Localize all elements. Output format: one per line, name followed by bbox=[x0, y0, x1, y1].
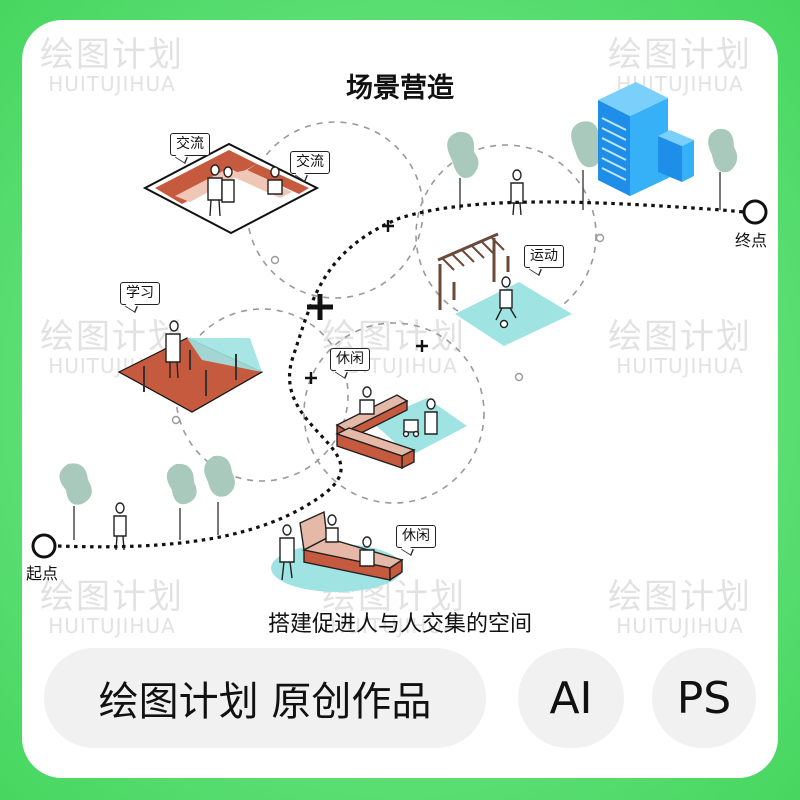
tree-group bbox=[59, 121, 738, 505]
footer-main-badge: 绘图计划 原创作品 bbox=[44, 648, 486, 748]
pedestrian-group bbox=[113, 169, 524, 551]
leisure-plaza-2 bbox=[271, 510, 404, 592]
label-leisure-2: 休闲 bbox=[396, 525, 436, 548]
leisure-plaza-1 bbox=[335, 386, 467, 470]
start-point bbox=[31, 533, 57, 559]
scene-illustration bbox=[31, 82, 768, 592]
influence-circle bbox=[415, 144, 597, 326]
label-start: 起点 bbox=[26, 564, 59, 583]
route-path bbox=[57, 200, 745, 549]
end-point bbox=[742, 199, 768, 225]
exchange-plaza bbox=[142, 142, 320, 235]
ps-badge: PS bbox=[652, 648, 756, 748]
label-end: 终点 bbox=[735, 231, 768, 250]
page-title: 场景营造 bbox=[346, 73, 454, 104]
label-exchange-1: 交流 bbox=[170, 133, 210, 156]
influence-circle bbox=[303, 322, 485, 504]
plus-icon bbox=[305, 220, 428, 384]
label-study: 学习 bbox=[120, 282, 160, 305]
label-leisure-1: 休闲 bbox=[330, 348, 370, 371]
label-sport: 运动 bbox=[524, 245, 564, 268]
label-exchange-2: 交流 bbox=[290, 151, 330, 174]
building-icon bbox=[598, 82, 694, 196]
sport-plaza bbox=[437, 232, 572, 346]
ai-badge: AI bbox=[518, 648, 624, 748]
study-plaza bbox=[117, 320, 264, 413]
page-subtitle: 搭建促进人与人交集的空间 bbox=[267, 612, 532, 637]
